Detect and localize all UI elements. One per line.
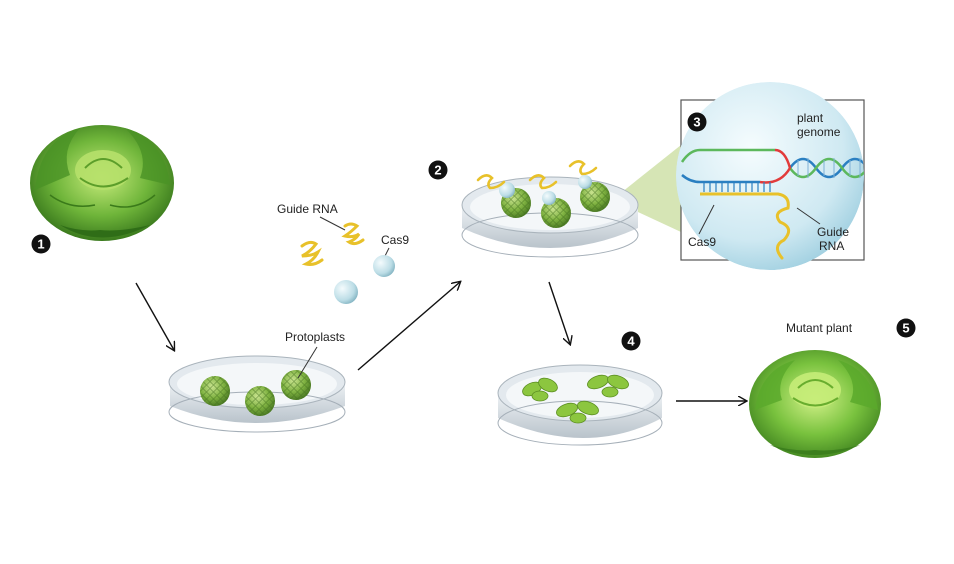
inset-cas9-pointer — [698, 204, 715, 235]
svg-text:3: 3 — [693, 115, 700, 130]
guide-rna-strand-icon — [476, 174, 506, 190]
inset-plant-label: plant — [797, 111, 824, 125]
arrow-to-transfection-dish — [357, 282, 460, 371]
cas9-label: Cas9 — [381, 233, 409, 247]
svg-text:1: 1 — [37, 237, 44, 252]
guide-rna-strand-icon — [528, 174, 558, 190]
guide-rna-strand-icon — [300, 240, 324, 266]
svg-text:2: 2 — [434, 163, 441, 178]
inset-genome-label: genome — [797, 125, 841, 139]
lettuce-head-icon — [30, 125, 174, 241]
protoplast-cell-icon — [200, 376, 230, 406]
guide-rna-pointer — [319, 216, 346, 231]
arrow-lettuce-to-dish — [135, 282, 174, 350]
inset-rna-label: RNA — [819, 239, 844, 253]
cas9-protein-icon — [578, 175, 592, 189]
zoom-callout — [612, 145, 681, 232]
protoplasts-pointer — [297, 346, 318, 379]
step-5-badge: 5 — [896, 318, 916, 338]
mutant-plant-label: Mutant plant — [786, 321, 853, 335]
plantlet-icon — [522, 377, 558, 402]
inset-guide-pointer — [796, 207, 821, 225]
cas9-protein-icon — [542, 191, 556, 205]
svg-text:5: 5 — [902, 321, 909, 336]
arrow-to-regeneration-dish — [548, 281, 570, 344]
inset-guide-label: Guide — [817, 225, 849, 239]
step-1-badge: 1 — [31, 234, 51, 254]
protoplasts-label: Protoplasts — [285, 330, 345, 344]
protoplast-cell-icon — [281, 370, 311, 400]
protoplast-cell-icon — [245, 386, 275, 416]
plantlet-icon — [587, 374, 629, 398]
step-3-badge: 3 — [687, 112, 707, 132]
step-2-badge: 2 — [428, 160, 448, 180]
protoplast-cell-icon — [541, 198, 571, 228]
plantlet-icon — [556, 400, 599, 424]
step-4-badge: 4 — [621, 331, 641, 351]
guide-rna-label: Guide RNA — [277, 202, 338, 216]
cas9-protein-icon — [334, 280, 358, 304]
genome-editing-inset: plant genome Cas9 Guide RNA 3 — [676, 82, 865, 270]
guide-rna-strand-icon — [341, 222, 365, 246]
cas9-protein-icon — [499, 182, 515, 198]
inset-cas9-label: Cas9 — [688, 235, 716, 249]
guide-rna-strand-icon — [568, 160, 598, 176]
protoplast-cell-icon — [580, 182, 610, 212]
cas9-protein-icon — [373, 255, 395, 277]
mutant-lettuce-icon — [749, 350, 881, 458]
svg-text:4: 4 — [627, 334, 635, 349]
